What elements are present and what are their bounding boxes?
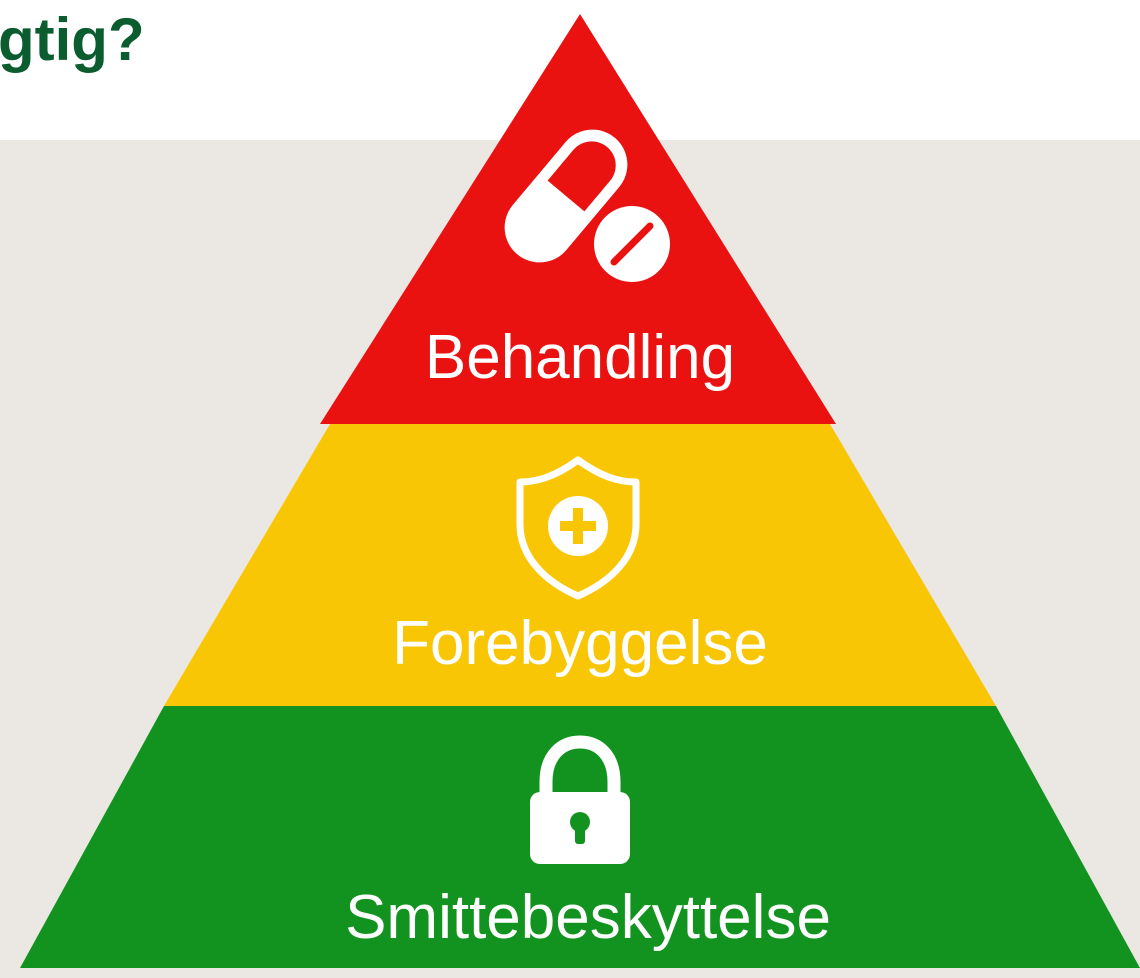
- tier-infection-protection-label: Smittebeskyttelse: [345, 883, 831, 952]
- page-heading: gtig?: [0, 6, 145, 73]
- tier-infection-protection: Smittebeskyttelse: [20, 706, 1140, 968]
- pill-capsule-icon: [504, 129, 670, 282]
- tier-treatment-label: Behandling: [425, 323, 735, 392]
- tier-prevention-band: [164, 424, 996, 706]
- shield-plus-icon: [516, 456, 640, 600]
- tier-prevention-label: Forebyggelse: [392, 609, 768, 678]
- padlock-icon: [530, 735, 630, 864]
- tier-prevention: Forebyggelse: [164, 424, 996, 706]
- tier-treatment: Behandling: [320, 14, 836, 424]
